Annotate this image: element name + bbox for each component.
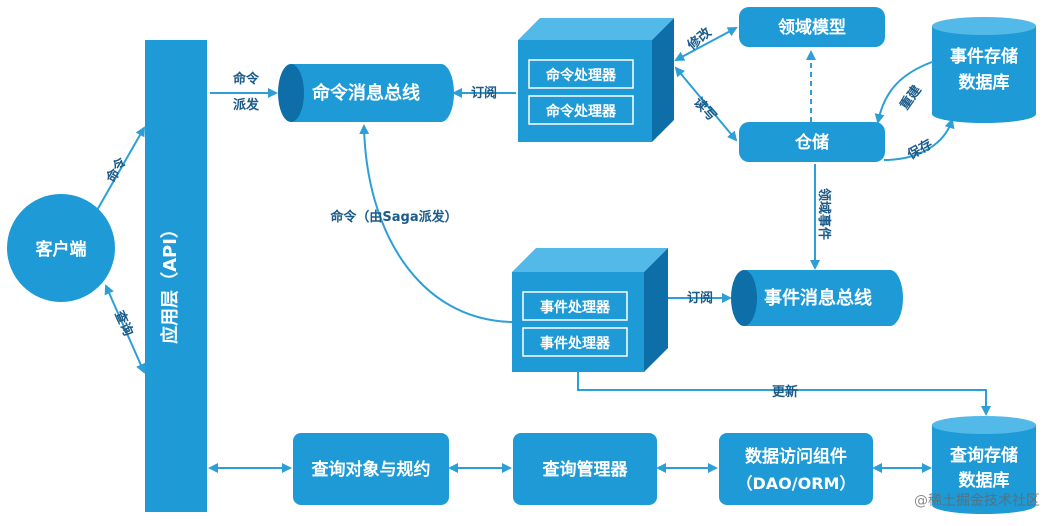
dao-label-1: 数据访问组件 <box>745 446 847 467</box>
saga-command-arrow <box>359 124 513 323</box>
rebuild-label: 重建 <box>897 82 925 112</box>
event-store-label-1: 事件存储 <box>950 46 1018 67</box>
client-query-arrow <box>104 284 146 374</box>
client-node: 客户端 <box>7 194 115 302</box>
rebuild-arrow <box>874 61 933 124</box>
event-handler-label-1: 事件处理器 <box>540 299 611 316</box>
query-store-label-1: 查询存储 <box>949 445 1018 466</box>
event-handler-box: 事件处理器 事件处理器 <box>512 248 668 372</box>
command-handler-label-1: 命令处理器 <box>545 67 617 84</box>
api-layer-node: 应用层（API） <box>145 40 207 512</box>
modify-arrow <box>674 27 738 61</box>
query-store-label-2: 数据库 <box>959 470 1010 491</box>
command-handler-label-2: 命令处理器 <box>545 103 617 120</box>
event-store-label-2: 数据库 <box>959 72 1010 93</box>
read-write-label: 读写 <box>690 94 719 124</box>
read-write-arrow <box>674 66 738 142</box>
subscribe-event-label: 订阅 <box>687 290 713 306</box>
dispatch-label-2: 派发 <box>233 97 260 113</box>
event-bus-node: 事件消息总线 <box>731 270 903 326</box>
update-label: 更新 <box>772 384 798 400</box>
event-handler-label-2: 事件处理器 <box>540 335 611 352</box>
client-label: 客户端 <box>35 239 87 260</box>
dao-label-2: （DAO/ORM） <box>737 474 856 493</box>
query-label: 查询 <box>111 307 137 338</box>
query-manager-node: 查询管理器 <box>513 433 657 505</box>
connectors <box>95 27 991 473</box>
command-bus-node: 命令消息总线 <box>278 64 454 122</box>
repository-label: 仓储 <box>794 132 829 153</box>
query-store-node: 查询存储 数据库 <box>932 416 1036 514</box>
save-label: 保存 <box>904 136 935 163</box>
event-store-node: 事件存储 数据库 <box>932 17 1036 123</box>
repository-node: 仓储 <box>739 122 885 162</box>
query-manager-label: 查询管理器 <box>542 459 629 480</box>
client-command-arrow <box>95 126 145 213</box>
dao-node: 数据访问组件 （DAO/ORM） <box>719 433 873 505</box>
query-spec-label: 查询对象与规约 <box>311 459 431 480</box>
api-layer-label: 应用层（API） <box>159 220 181 344</box>
subscribe-command-label: 订阅 <box>471 85 497 101</box>
domain-event-label: 领域事件 <box>816 188 832 240</box>
domain-model-node: 领域模型 <box>739 7 885 47</box>
saga-command-label: 命令（由Saga派发） <box>329 209 457 225</box>
command-handler-box: 命令处理器 命令处理器 <box>518 18 674 142</box>
command-bus-label: 命令消息总线 <box>312 82 420 104</box>
event-bus-label: 事件消息总线 <box>764 287 872 309</box>
modify-label: 修改 <box>684 24 716 54</box>
watermark: @稀土掘金技术社区 <box>914 493 1040 509</box>
update-arrow <box>577 372 991 416</box>
save-arrow <box>883 118 955 161</box>
domain-model-label: 领域模型 <box>778 17 846 38</box>
dispatch-label-1: 命令 <box>232 71 260 87</box>
query-spec-node: 查询对象与规约 <box>293 433 449 505</box>
